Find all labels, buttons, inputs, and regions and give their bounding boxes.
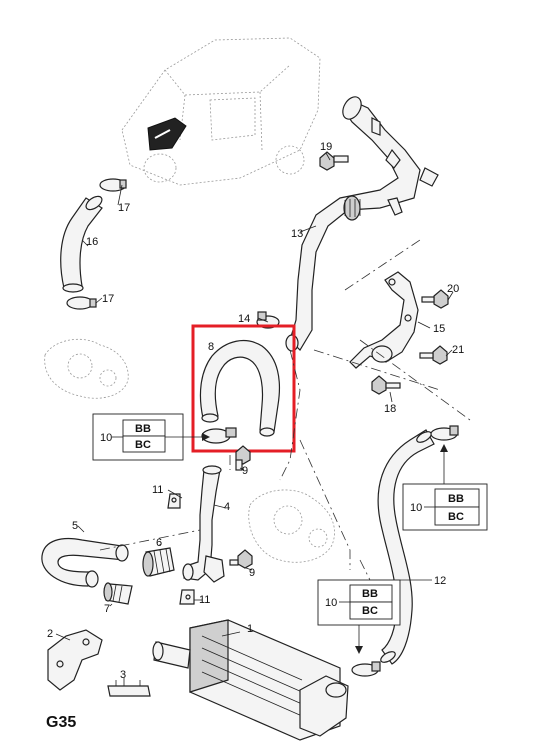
variant-code: BB <box>362 588 378 600</box>
bolt-20 <box>421 289 449 309</box>
variant-ref: 10 <box>100 432 112 444</box>
hose-12 <box>377 429 435 665</box>
variant-code: BC <box>362 605 378 617</box>
callout-4: 4 <box>224 501 230 513</box>
routing-line <box>299 439 351 570</box>
hose-5 <box>41 537 129 588</box>
bolt-21 <box>419 345 448 365</box>
hose-8 <box>199 339 281 437</box>
routing-line <box>313 349 441 391</box>
clamp-12-upper <box>430 425 459 441</box>
callout-9-lower: 9 <box>249 567 255 579</box>
bracket-3 <box>107 680 151 697</box>
callout-12: 12 <box>434 575 446 587</box>
routing-line <box>99 529 201 551</box>
callout-11-lower: 11 <box>199 594 210 606</box>
variant-box: 10 BB BC <box>317 579 401 654</box>
callout-1: 1 <box>247 623 253 635</box>
callout-8: 8 <box>208 341 214 353</box>
callout-9-upper: 9 <box>242 465 248 477</box>
variant-ref: 10 <box>410 502 422 514</box>
callout-7: 7 <box>104 603 110 615</box>
bracket-11-lower <box>179 589 195 605</box>
clamp-17-lower <box>66 296 97 310</box>
callout-11-upper: 11 <box>152 484 163 496</box>
pipe-13 <box>285 96 439 352</box>
callout-6: 6 <box>156 537 162 549</box>
callout-19: 19 <box>320 141 332 153</box>
routing-line <box>344 239 421 291</box>
callout-21: 21 <box>452 344 464 356</box>
coupling-7 <box>103 582 133 605</box>
callout-16: 16 <box>86 236 98 248</box>
variant-box: 10 BB BC <box>92 413 210 461</box>
turbo-ghost-left <box>44 338 129 399</box>
callout-17-lower: 17 <box>102 293 114 305</box>
variant-code: BC <box>448 511 464 523</box>
callout-labels: 1 2 3 4 5 6 7 8 9 9 11 11 12 13 14 15 16… <box>47 141 464 681</box>
callout-2: 2 <box>47 628 53 640</box>
car-illustration <box>121 37 321 186</box>
pipe-4 <box>182 465 225 583</box>
hose-16 <box>60 195 103 293</box>
routing-line <box>359 339 471 421</box>
callout-14: 14 <box>238 313 250 325</box>
leader-lines <box>55 152 454 686</box>
variant-code: BB <box>448 493 464 505</box>
bolt-9-upper <box>235 445 251 471</box>
bracket-15 <box>349 271 419 369</box>
bolt-18 <box>371 375 401 395</box>
routing-line <box>279 349 301 481</box>
coupling-6 <box>142 547 175 577</box>
variant-ref: 10 <box>325 597 337 609</box>
callout-17-upper: 17 <box>118 202 130 214</box>
variant-code: BB <box>135 423 151 435</box>
clamp-8-lower <box>201 427 237 444</box>
bracket-2 <box>47 629 103 691</box>
callout-5: 5 <box>72 520 78 532</box>
bolt-19 <box>319 151 349 171</box>
page-ref: G35 <box>46 714 76 731</box>
clamp-12-lower <box>351 661 381 677</box>
clamp-17-upper <box>99 178 127 192</box>
bolt-9-lower <box>229 549 253 569</box>
callout-13: 13 <box>291 228 303 240</box>
bracket-11-upper <box>167 493 181 509</box>
callout-15: 15 <box>433 323 445 335</box>
callout-20: 20 <box>447 283 459 295</box>
variant-code: BC <box>135 439 151 451</box>
intercooler-1 <box>152 619 349 741</box>
callout-18: 18 <box>384 403 396 415</box>
turbo-ghost-center <box>248 489 335 563</box>
callout-3: 3 <box>120 669 126 681</box>
variant-box: 10 BB BC <box>402 444 488 531</box>
